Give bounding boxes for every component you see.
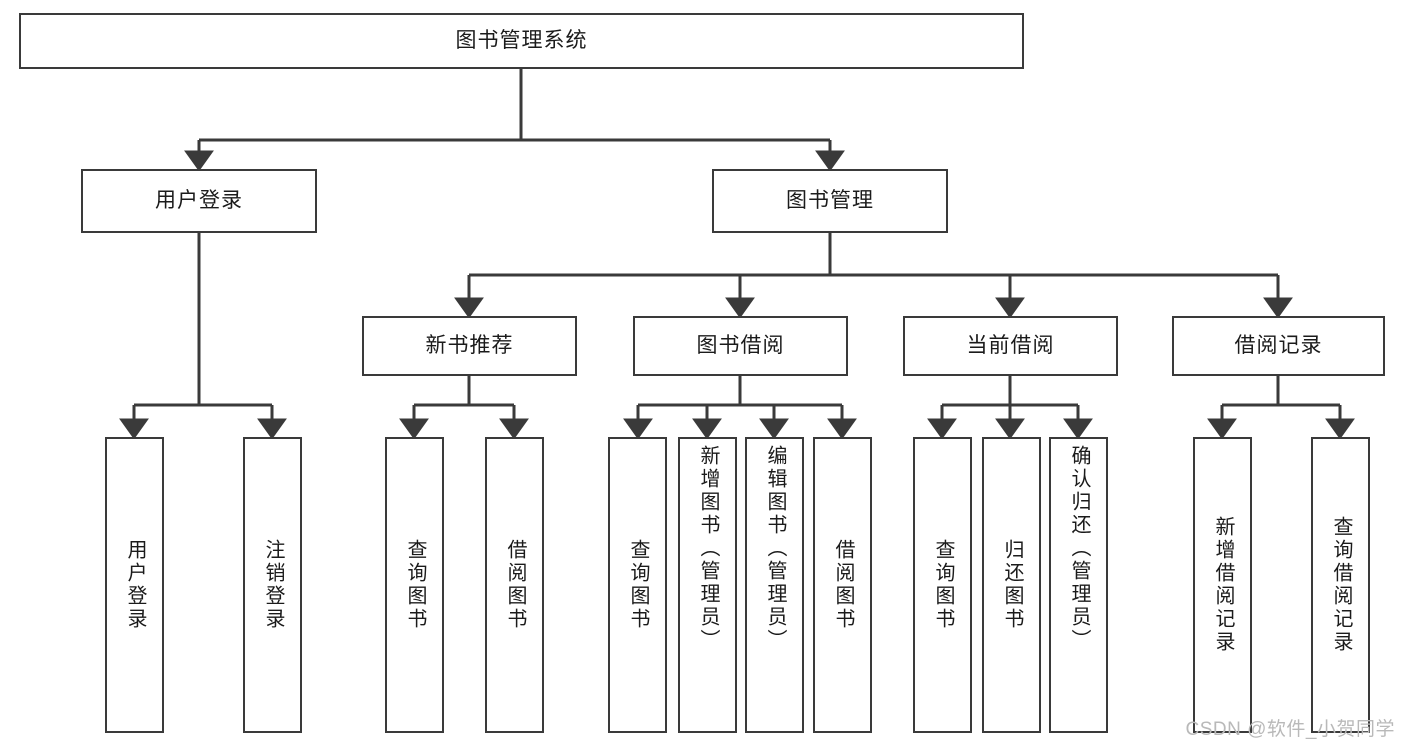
node-label: 注销登录	[262, 539, 284, 631]
node-label: 查询图书	[627, 539, 649, 631]
leaf-record-add-borrow-record[interactable]: 新增借阅记录	[1193, 437, 1252, 733]
leaf-record-query-borrow-record[interactable]: 查询借阅记录	[1311, 437, 1370, 733]
node-label: 查询图书	[932, 539, 954, 631]
node-book-borrowing[interactable]: 图书借阅	[633, 316, 848, 376]
node-label: 图书管理	[786, 188, 874, 212]
node-new-book-recommendation[interactable]: 新书推荐	[362, 316, 577, 376]
node-label: 借阅记录	[1234, 333, 1323, 357]
leaf-current-return-book[interactable]: 归还图书	[982, 437, 1041, 733]
leaf-current-query-book[interactable]: 查询图书	[913, 437, 972, 733]
watermark-text: CSDN @软件_小贺同学	[1185, 719, 1395, 740]
node-label: 用户登录	[124, 539, 146, 631]
leaf-borrow-borrow-book[interactable]: 借阅图书	[813, 437, 872, 733]
leaf-borrow-add-book-admin[interactable]: 新增图书（管理员）	[678, 437, 737, 733]
node-user-login[interactable]: 用户登录	[81, 169, 317, 233]
node-borrow-records[interactable]: 借阅记录	[1172, 316, 1385, 376]
leaf-user-login-logout[interactable]: 注销登录	[243, 437, 302, 733]
node-label: 当前借阅	[966, 333, 1055, 357]
node-label: 新增图书（管理员）	[697, 445, 719, 652]
node-label: 借阅图书	[504, 539, 526, 631]
node-label: 借阅图书	[832, 539, 854, 631]
leaf-borrow-query-book[interactable]: 查询图书	[608, 437, 667, 733]
node-book-management[interactable]: 图书管理	[712, 169, 948, 233]
leaf-new-book-borrow-book[interactable]: 借阅图书	[485, 437, 544, 733]
node-label: 图书管理系统	[455, 28, 588, 52]
node-label: 用户登录	[155, 188, 243, 212]
node-label: 查询图书	[404, 539, 426, 631]
node-label: 查询借阅记录	[1330, 516, 1352, 654]
leaf-user-login-login[interactable]: 用户登录	[105, 437, 164, 733]
leaf-borrow-edit-book-admin[interactable]: 编辑图书（管理员）	[745, 437, 804, 733]
node-label: 确认归还（管理员）	[1068, 445, 1090, 652]
node-label: 编辑图书（管理员）	[764, 445, 786, 652]
leaf-new-book-query-book[interactable]: 查询图书	[385, 437, 444, 733]
node-label: 归还图书	[1001, 539, 1023, 631]
node-label: 新书推荐	[425, 333, 514, 357]
node-root-book-management-system[interactable]: 图书管理系统	[19, 13, 1024, 69]
node-current-borrowing[interactable]: 当前借阅	[903, 316, 1118, 376]
leaf-current-confirm-return-admin[interactable]: 确认归还（管理员）	[1049, 437, 1108, 733]
node-label: 图书借阅	[696, 333, 785, 357]
node-label: 新增借阅记录	[1212, 516, 1234, 654]
